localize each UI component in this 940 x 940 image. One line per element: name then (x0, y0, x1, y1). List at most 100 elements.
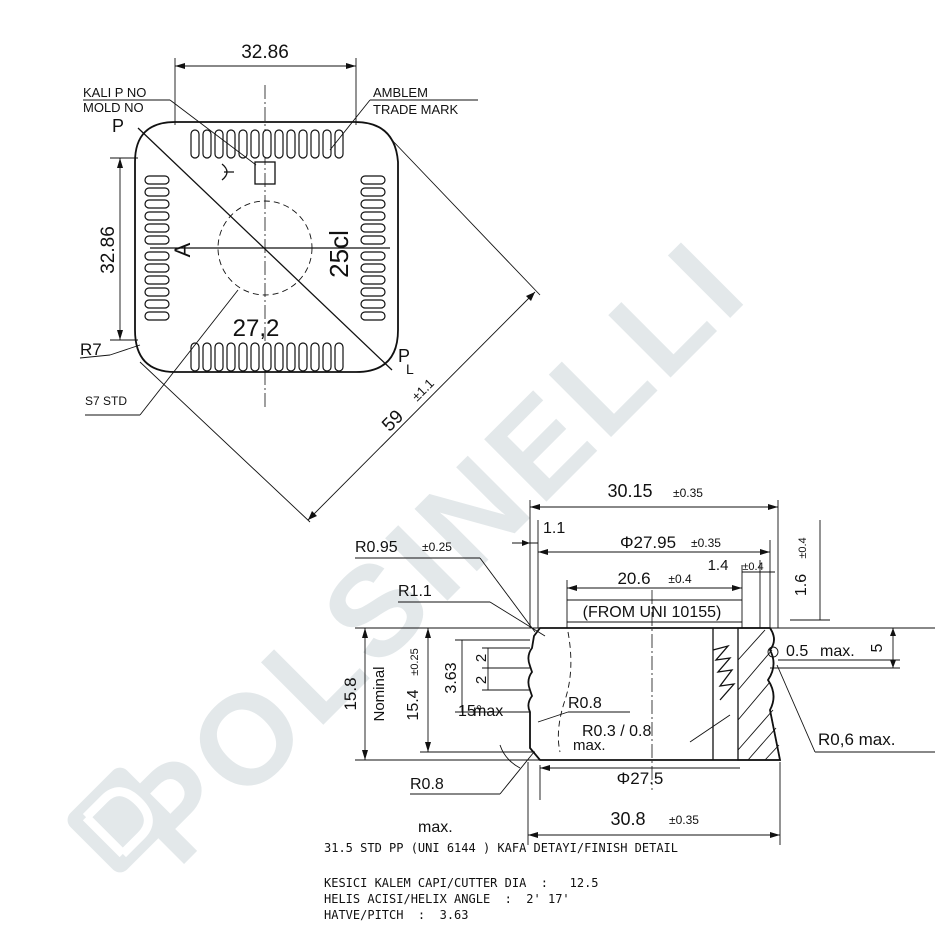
dim-1-6-tol: ±0.4 (797, 537, 809, 558)
slot (144, 199, 170, 209)
dim-27-5-label: Φ27.5 (617, 769, 664, 788)
dim-5-label: 5 (869, 643, 886, 652)
thread-break-line (712, 644, 736, 701)
slot (360, 299, 386, 309)
dim-3-63: 3.63 2 2 (443, 639, 530, 713)
slot (360, 251, 386, 261)
from-uni-note: (FROM UNI 10155) (567, 599, 742, 623)
slot (144, 287, 170, 297)
dim-2a-label: 2 (473, 654, 490, 662)
slot (298, 342, 308, 372)
slot (360, 311, 386, 321)
dim-1-4-label: 1.4 (708, 557, 729, 574)
diag-dim-label: 59 (378, 406, 408, 436)
slot (360, 235, 386, 245)
r-0-8-bot: R0.8 max. (410, 744, 535, 836)
notes-line-3: HATVE/PITCH : 3.63 (324, 908, 469, 922)
slot (144, 187, 170, 197)
slot (360, 275, 386, 285)
dim-0-5-max: max. (820, 643, 855, 660)
mold-label-2: MOLD NO (83, 100, 144, 115)
top-slots (190, 129, 344, 159)
slot (262, 129, 272, 159)
slot (144, 235, 170, 245)
r-0-95-callout: R0.95 ±0.25 (355, 539, 536, 633)
r-03-08-label: R0.3 / 0.8 (582, 723, 651, 740)
p-mark: P (112, 116, 124, 136)
dim-3-63-label: 3.63 (443, 662, 460, 693)
trade-label-2: TRADE MARK (373, 102, 459, 117)
slot (360, 175, 386, 185)
slot (226, 342, 236, 372)
r-0-8-top-label: R0.8 (568, 695, 602, 712)
trade-mark-callout: AMBLEM TRADE MARK (329, 85, 478, 151)
slot (334, 129, 344, 159)
inner-circle (217, 200, 313, 296)
notes-line-1: KESICI KALEM CAPI/CUTTER DIA : 12.5 (324, 876, 599, 890)
thread-dashed-contour (557, 631, 572, 753)
slot (238, 342, 248, 372)
notes: 31.5 STD PP (UNI 6144 ) KAFA DETAYI/FINI… (324, 841, 678, 922)
r-0-6: R0,6 max. (776, 664, 935, 753)
slot (360, 211, 386, 221)
from-uni-label: (FROM UNI 10155) (583, 604, 722, 621)
dim-20-6: 20.6 ±0.4 (566, 565, 743, 628)
watermark-logo-icon (67, 767, 173, 873)
top-view: 32.86 32.86 KALI P NO MOLD NO P AMBLEM T… (79, 42, 541, 523)
slot (190, 342, 200, 372)
trade-label-1: AMBLEM (373, 85, 428, 100)
capacity-label: 25cl (324, 230, 354, 278)
r-0-95-tol: ±0.25 (422, 540, 452, 554)
slot (144, 275, 170, 285)
wall-hatching (737, 629, 780, 761)
slot (360, 287, 386, 297)
slot (310, 129, 320, 159)
slot (238, 129, 248, 159)
r-1-1-label: R1.1 (398, 583, 432, 600)
slot (262, 342, 272, 372)
dim-30-15: 30.15 ±0.35 (529, 481, 779, 628)
dim-15-4: 15.4 ±0.25 (405, 628, 535, 753)
dim-15-4-tol: ±0.25 (409, 648, 421, 675)
mold-label-1: KALI P NO (83, 85, 146, 100)
dim-1-6-label: 1.6 (793, 574, 810, 596)
a-mark: A (170, 242, 195, 257)
dim-1-4: 1.4 ±0.4 (708, 557, 775, 628)
height-dimension: 32.86 (98, 157, 138, 341)
slot (202, 342, 212, 372)
wall-section (737, 627, 781, 761)
r-1-1-callout: R1.1 (398, 583, 546, 637)
dim-15-4-label: 15.4 (405, 689, 422, 720)
r-0-8-bot-label: R0.8 (410, 776, 444, 793)
dim-30-15-tol: ±0.35 (673, 486, 703, 500)
radius-label: R7 (80, 340, 102, 359)
slot (144, 251, 170, 261)
slot (298, 129, 308, 159)
slot (144, 311, 170, 321)
width-dimension: 32.86 (174, 42, 357, 125)
r-0-8-top: R0.8 (537, 695, 630, 723)
slot (190, 129, 200, 159)
dim-27-5: Φ27.5 (539, 765, 740, 800)
dim-30-8-label: 30.8 (610, 809, 645, 829)
notes-line-2: HELIS ACISI/HELIX ANGLE : 2' 17' (324, 892, 570, 906)
r-0-8-max: max. (418, 819, 453, 836)
slot (322, 129, 332, 159)
angle-15-label: 15° (458, 703, 482, 720)
dim-20-6-tol: ±0.4 (668, 572, 692, 586)
dim-30-8: 30.8 ±0.35 (527, 762, 781, 845)
inner-dia-label: 27,2 (233, 315, 280, 342)
width-dim-label: 32.86 (241, 42, 289, 63)
mold-no-callout: KALI P NO MOLD NO P (83, 85, 257, 166)
bottom-slots (190, 342, 344, 372)
r-0-6-label: R0,6 max. (818, 730, 895, 749)
mold-number-box (254, 161, 276, 185)
slot (250, 129, 260, 159)
pl-mark-l: L (406, 361, 414, 377)
radius-callout: R7 (79, 340, 141, 359)
r-03-08: R0.3 / 0.8 max. (573, 714, 731, 754)
dim-0-5-label: 0.5 (786, 643, 808, 660)
slot (144, 175, 170, 185)
dim-30-15-label: 30.15 (607, 481, 652, 501)
